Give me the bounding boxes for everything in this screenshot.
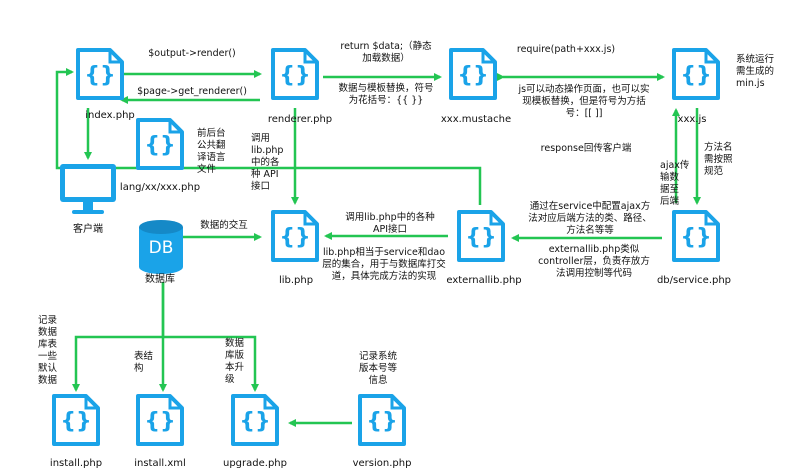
- lib-file-icon: {}: [271, 210, 319, 262]
- minjs-label: xxx.js: [678, 114, 707, 125]
- install-php-file-icon: {}: [52, 394, 100, 446]
- curly-braces-glyph: {}: [680, 63, 711, 88]
- arrow-db-to-install-php: [72, 282, 165, 392]
- mustache-label: xxx.mustache: [441, 114, 511, 125]
- curly-braces-glyph: {}: [144, 133, 175, 158]
- ajax-label: ajax传输数据至后端: [660, 159, 690, 207]
- upgrade-file-icon: {}: [231, 394, 279, 446]
- install_xml-label: install.xml: [134, 458, 186, 469]
- curly-braces-glyph: {}: [366, 409, 397, 434]
- mustache-file-icon: {}: [449, 48, 497, 100]
- curly-braces-glyph: {}: [279, 63, 310, 88]
- client-label: 客户端: [73, 222, 103, 235]
- edges: [55, 68, 701, 427]
- version-file-icon: {}: [358, 394, 406, 446]
- curly-braces-glyph: {}: [239, 409, 270, 434]
- service-config-label: 通过在service中配置ajax方法对应后端方法的类、路径、方法名等等: [528, 200, 652, 236]
- install_php-label: install.php: [50, 458, 102, 469]
- curly-braces-glyph: {}: [144, 409, 175, 434]
- lang-note-label: 前后台公共翻译语言文件: [197, 127, 226, 175]
- return-data-label: return $data;（静态加载数据）: [340, 40, 432, 64]
- service-label: db/service.php: [657, 275, 731, 286]
- js-dynamic-label: js可以动态操作页面，也可以实现模板替换，但是符号为方括号：[[ ]]: [517, 83, 649, 119]
- arrow-db-to-upgrade: [163, 335, 259, 392]
- db-upgrade-label: 数据库版本升级: [225, 337, 245, 385]
- output-render-label: $output->render(): [148, 48, 236, 59]
- lang-file-icon: {}: [136, 118, 184, 170]
- record-defaults-label: 记录数据库表一些默认数据: [38, 314, 58, 386]
- data-interaction-label: 数据的交互: [200, 219, 248, 231]
- record-version-label: 记录系统版本号等信息: [359, 350, 398, 386]
- database-icon: DB: [139, 220, 183, 274]
- renderer-label: renderer.php: [268, 114, 332, 125]
- index-file-icon: {}: [76, 48, 124, 100]
- minjs-file-icon: {}: [672, 48, 720, 100]
- curly-braces-glyph: {}: [279, 225, 310, 250]
- upgrade-label: upgrade.php: [223, 458, 287, 469]
- externallib-label: externallib.php: [446, 275, 521, 286]
- curly-braces-glyph: {}: [60, 409, 91, 434]
- externallib-file-icon: {}: [457, 210, 505, 262]
- monitor-icon: [60, 164, 116, 214]
- curly-braces-glyph: {}: [465, 225, 496, 250]
- response-label: response回传客户端: [541, 142, 632, 154]
- lib-label: lib.php: [279, 275, 313, 286]
- index-label: index.php: [85, 110, 135, 121]
- table-structure-label: 表结构: [134, 350, 153, 374]
- service-file-icon: {}: [672, 210, 720, 262]
- arrow-externallib-to-client: [55, 68, 482, 205]
- nodes: {} {} {} {} {} {} {} {} {} {} {} {} DB: [52, 48, 720, 446]
- version-label: version.php: [353, 458, 412, 469]
- lang-label: lang/xx/xxx.php: [120, 182, 200, 193]
- install-xml-file-icon: {}: [136, 394, 184, 446]
- db-badge-label: DB: [149, 238, 174, 258]
- page-get-renderer-label: $page->get_renderer(): [137, 86, 247, 97]
- db-label: 数据库: [145, 272, 175, 285]
- data-template-label: 数据与模板替换，符号为花括号：{{ }}: [338, 82, 433, 106]
- curly-braces-glyph: {}: [680, 225, 711, 250]
- curly-braces-glyph: {}: [84, 63, 115, 88]
- curly-braces-glyph: {}: [457, 63, 488, 88]
- method-name-label: 方法名需按照规范: [704, 141, 733, 177]
- renderer-file-icon: {}: [271, 48, 319, 100]
- require-label: require(path+xxx.js): [517, 44, 615, 55]
- labels: index.php renderer.php xxx.mustache xxx.js l…: [38, 40, 775, 469]
